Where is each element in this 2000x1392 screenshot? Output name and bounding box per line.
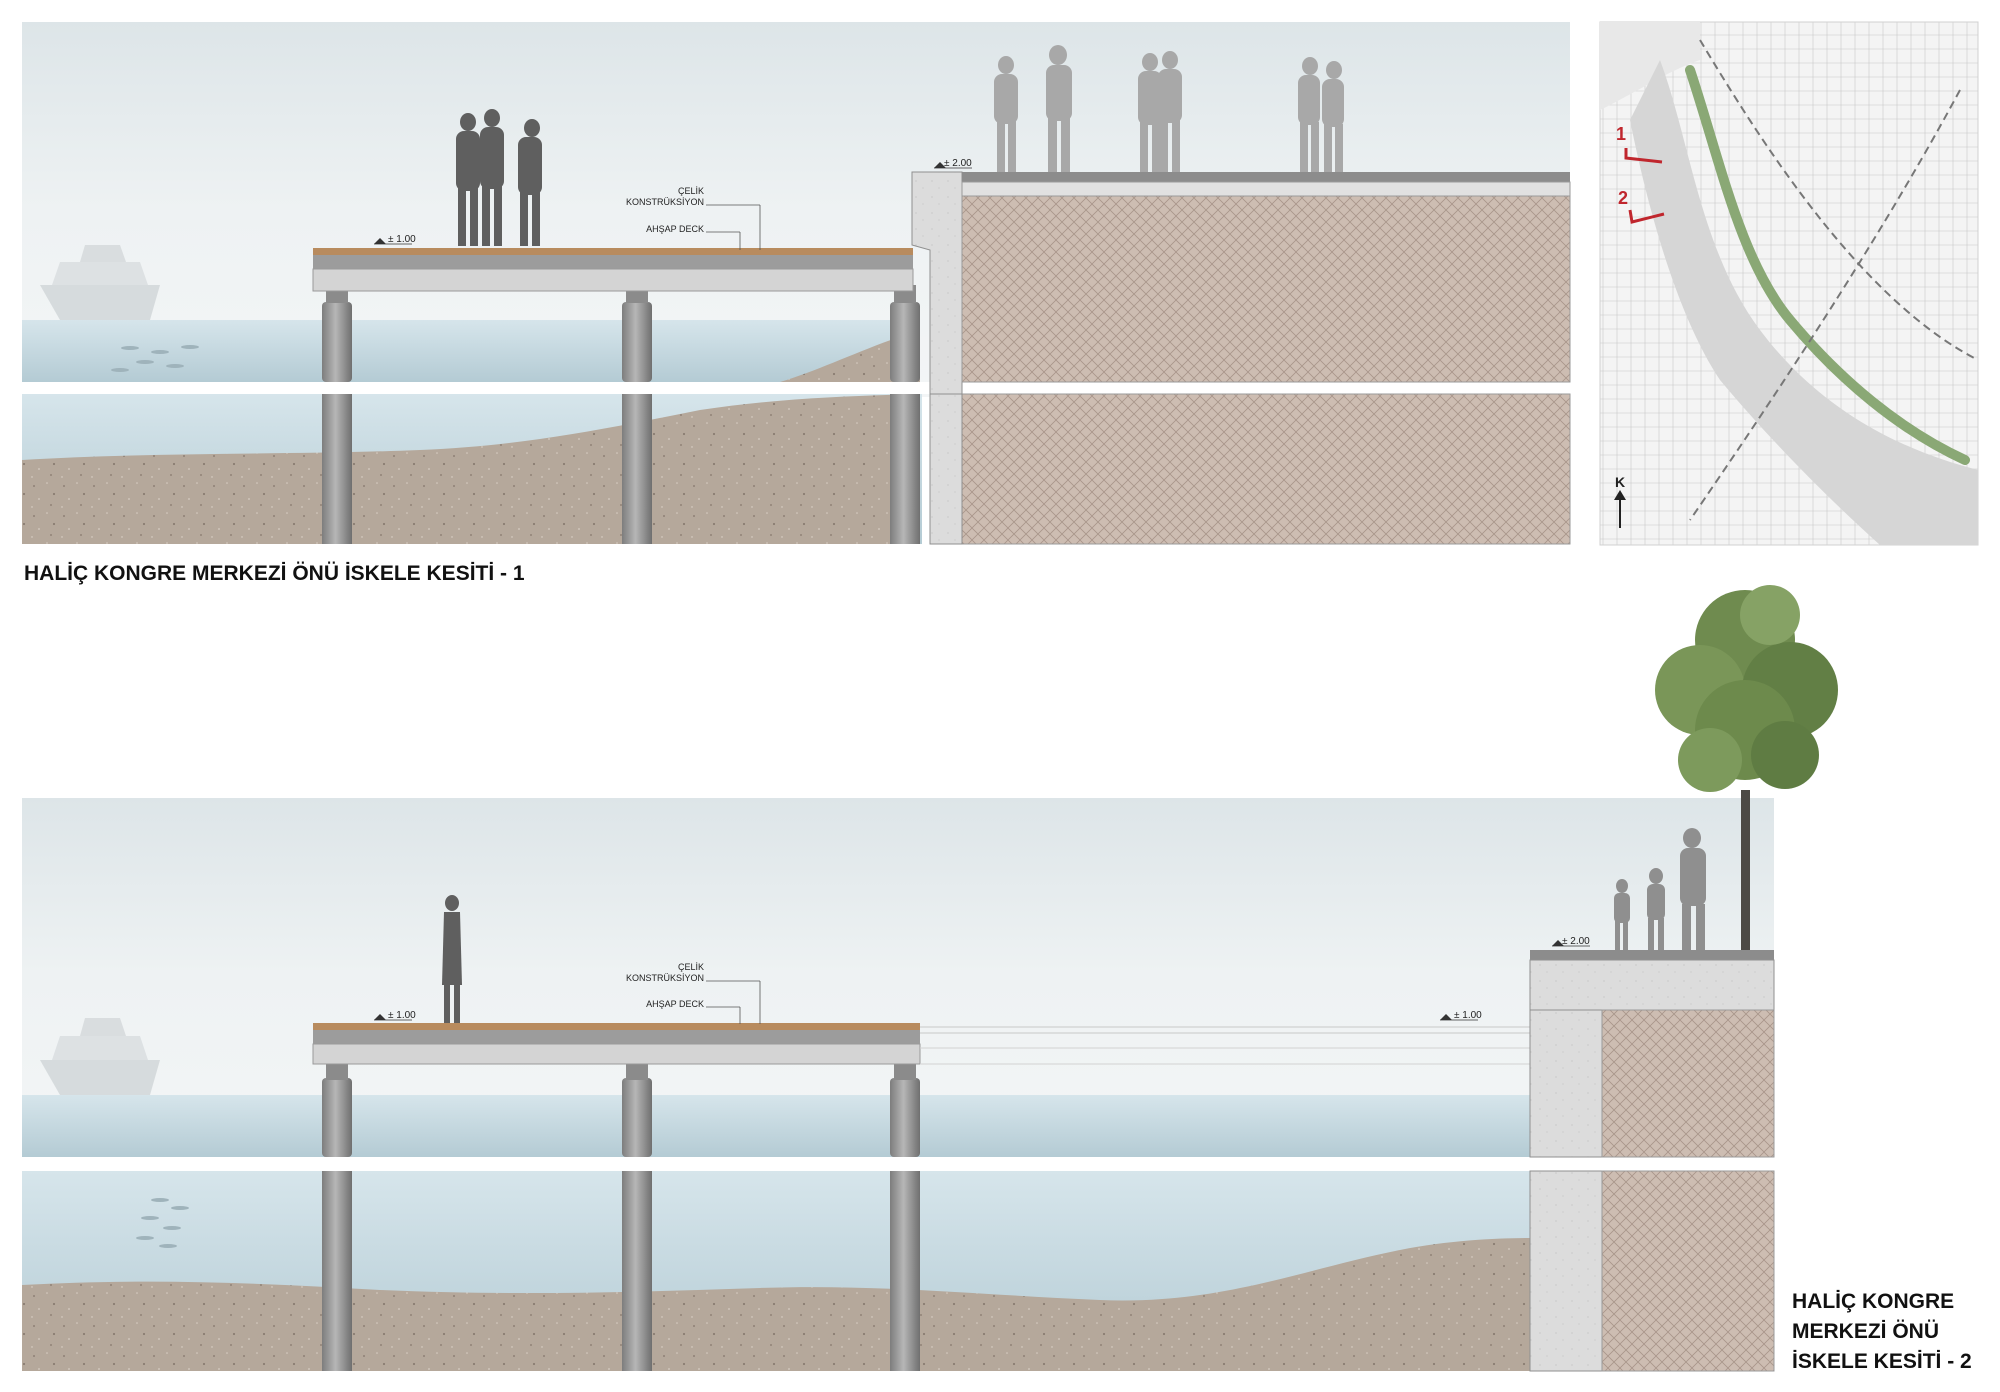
label-wood-deck: AHŞAP DECK [646, 224, 704, 234]
wood-deck [313, 248, 913, 255]
section-2-title: HALİÇ KONGRE MERKEZİ ÖNÜ İSKELE KESİTİ -… [1792, 1290, 1972, 1373]
section-2-quay [1529, 950, 1775, 1372]
quay-wall-upper [1529, 1009, 1603, 1158]
label-steel-line-1: ÇELİK [678, 962, 704, 972]
concrete-beam [312, 268, 914, 292]
section-2-pier [312, 1023, 1530, 1065]
section-2-water-upper [22, 1095, 1530, 1157]
section-1-pier [312, 248, 914, 292]
quay-fill-upper [961, 195, 1571, 383]
svg-text:2: 2 [1618, 188, 1628, 208]
steel-structure [313, 1030, 920, 1044]
quay-fill-upper [1601, 1009, 1775, 1158]
people-silhouettes-pier [456, 109, 542, 246]
pile [322, 302, 352, 382]
quay-paving [1530, 950, 1774, 960]
key-map: 1 2 K [1599, 21, 1979, 546]
quay-fill-lower [1601, 1170, 1775, 1372]
quay-fill-lower [961, 393, 1571, 545]
section-1-annotations: ÇELİK KONSTRÜKSİYON AHŞAP DECK ± 1.00 ± … [374, 158, 972, 250]
section-1-title: HALİÇ KONGRE MERKEZİ ÖNÜ İSKELE KESİTİ -… [24, 562, 525, 585]
section-1-water-upper [22, 320, 902, 382]
svg-text:K: K [1615, 474, 1625, 490]
concrete-beam [312, 1043, 921, 1065]
section-break-1 [22, 382, 1570, 394]
section-2-annotations: ÇELİK KONSTRÜKSİYON AHŞAP DECK ± 1.00 ± … [374, 936, 1590, 1024]
svg-text:1: 1 [1616, 124, 1626, 144]
section-1-seabed [22, 394, 920, 544]
label-wood-deck: AHŞAP DECK [646, 999, 704, 1009]
pile [622, 302, 652, 382]
pile [890, 302, 920, 382]
section-break-2 [22, 1157, 1774, 1171]
quay-slab [1529, 959, 1775, 1011]
section-2-title-line-1: HALİÇ KONGRE [1792, 1290, 1954, 1313]
map-metro-line [1689, 89, 1961, 521]
people-silhouettes-quay [994, 45, 1344, 172]
people-silhouettes-quay [1614, 828, 1706, 950]
tree-icon [1655, 585, 1838, 950]
level-quay: ± 2.00 [944, 158, 972, 169]
quay-slab [961, 181, 1571, 197]
section-2-seabed [22, 1238, 1530, 1371]
fish-school [136, 1198, 189, 1248]
wood-deck [313, 1023, 920, 1030]
boat-icon [40, 245, 160, 320]
person-silhouette [442, 895, 462, 1023]
label-steel-line-1: ÇELİK [678, 186, 704, 196]
north-arrow-icon: K [1614, 474, 1626, 528]
map-bridge-line [1699, 39, 1979, 361]
level-future: ± 1.00 [1454, 1010, 1482, 1021]
section-2-title-line-3: İSKELE KESİTİ - 2 [1792, 1350, 1972, 1373]
pile [322, 394, 352, 544]
map-promenade [1685, 65, 1970, 465]
map-water [1630, 60, 1978, 545]
quay-wall-lower [1529, 1170, 1603, 1372]
pile [890, 394, 920, 544]
level-deck: ± 1.00 [388, 234, 416, 245]
section-1: ÇELİK KONSTRÜKSİYON AHŞAP DECK ± 1.00 ± … [22, 22, 1571, 585]
label-steel-line-2: KONSTRÜKSİYON [626, 197, 704, 207]
label-steel-line-2: KONSTRÜKSİYON [626, 973, 704, 983]
section-1-quay [911, 171, 1571, 545]
pile [622, 394, 652, 544]
steel-structure [313, 255, 913, 269]
level-quay: ± 2.00 [1562, 936, 1590, 947]
section-2-title-line-2: MERKEZİ ÖNÜ [1792, 1320, 1939, 1343]
fish-school [111, 345, 199, 372]
map-section-marker-2: 2 [1618, 188, 1665, 224]
map-section-marker-1: 1 [1616, 124, 1663, 164]
level-deck: ± 1.00 [388, 1010, 416, 1021]
boat-icon [40, 1018, 160, 1095]
quay-paving [962, 172, 1570, 182]
section-1-slope-upper [780, 335, 920, 382]
section-2: ÇELİK KONSTRÜKSİYON AHŞAP DECK ± 1.00 ± … [22, 585, 1972, 1373]
section-1-piles [322, 270, 920, 544]
